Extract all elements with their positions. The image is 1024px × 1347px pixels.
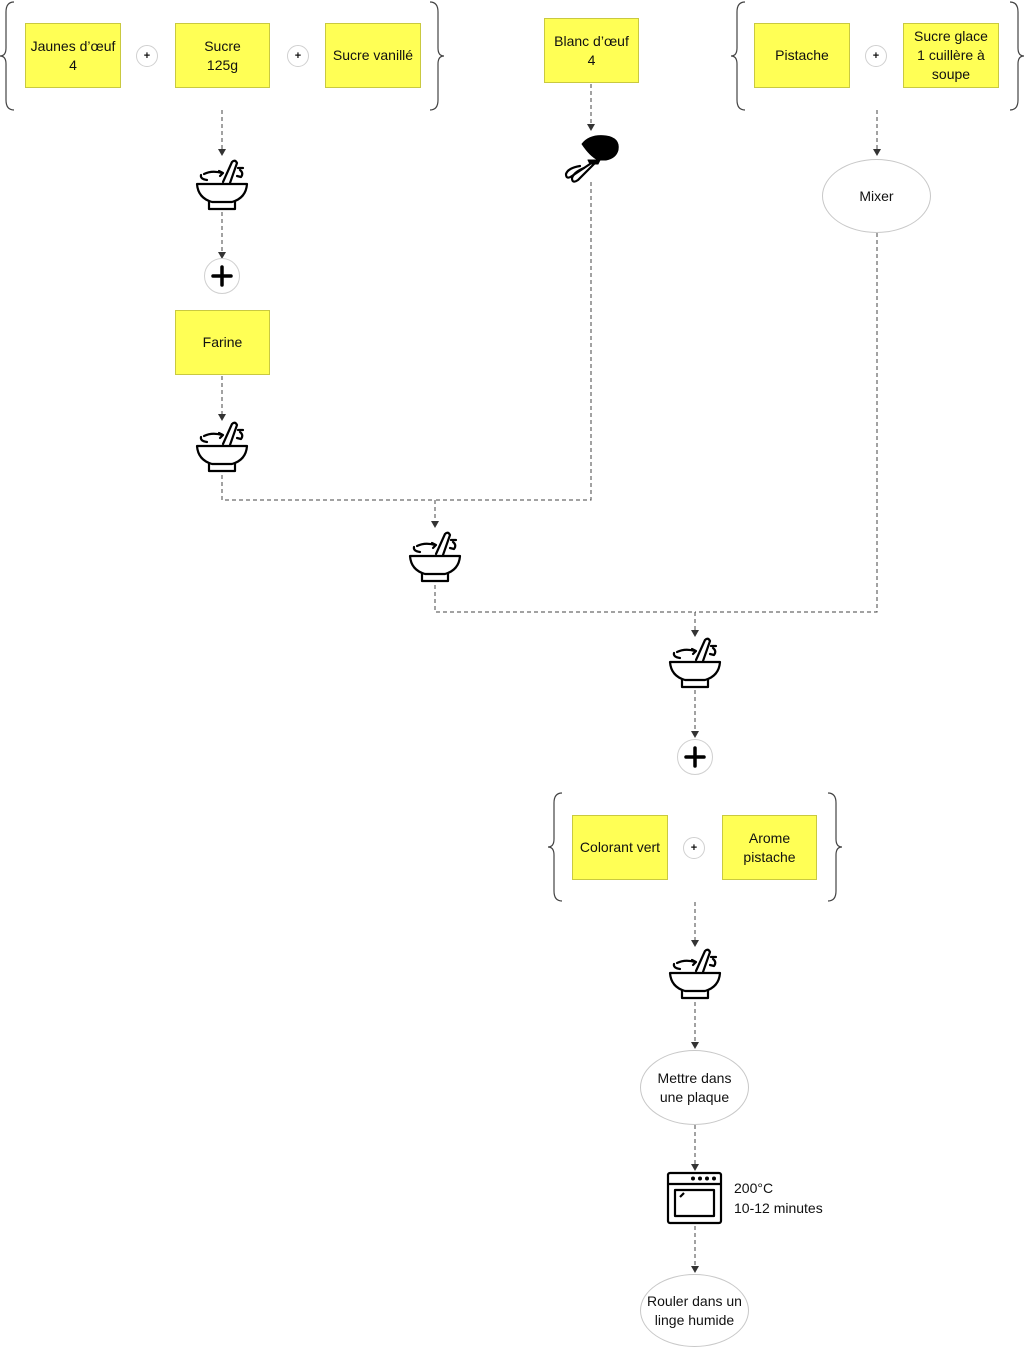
step-rouler-linge[interactable]: Rouler dans un linge humide xyxy=(640,1274,749,1347)
brace-left-group2 xyxy=(730,1,746,111)
plus-circle-icon xyxy=(204,258,240,294)
plus-icon: + xyxy=(865,45,887,67)
plus-icon: + xyxy=(287,45,309,67)
ingredient-jaunes-oeuf[interactable]: Jaunes d’œuf 4 xyxy=(25,23,121,88)
step-mixer[interactable]: Mixer xyxy=(822,159,931,233)
oven-icon xyxy=(666,1171,723,1225)
step-mettre-dans-plaque[interactable]: Mettre dans une plaque xyxy=(640,1050,749,1125)
brace-right-group1 xyxy=(429,1,445,111)
brace-right-group3 xyxy=(827,792,843,902)
mixing-bowl-icon xyxy=(668,948,722,1000)
ingredient-sucre-vanille[interactable]: Sucre vanillé xyxy=(325,23,421,88)
mixing-bowl-icon xyxy=(195,421,249,473)
brace-left-group1 xyxy=(0,1,15,111)
line-bowl3-to-merge xyxy=(434,585,695,613)
mixing-bowl-icon xyxy=(195,159,249,211)
brace-left-group3 xyxy=(547,792,563,902)
electric-mixer-icon xyxy=(564,135,619,183)
mixing-bowl-icon xyxy=(668,637,722,689)
ingredient-pistache[interactable]: Pistache xyxy=(754,23,850,88)
plus-circle-icon xyxy=(677,739,713,775)
plus-icon: + xyxy=(683,837,705,859)
ingredient-colorant-vert[interactable]: Colorant vert xyxy=(572,815,668,880)
ingredient-arome-pistache[interactable]: Arome pistache xyxy=(722,815,817,880)
ingredient-blanc-oeuf[interactable]: Blanc d’œuf 4 xyxy=(544,18,639,83)
ingredient-sucre-glace[interactable]: Sucre glace 1 cuillère à soupe xyxy=(903,23,999,88)
ingredient-sucre[interactable]: Sucre 125g xyxy=(175,23,270,88)
brace-right-group2 xyxy=(1009,1,1024,111)
line-bowl2-to-merge xyxy=(221,475,435,501)
mixing-bowl-icon xyxy=(408,531,462,583)
plus-icon: + xyxy=(136,45,158,67)
oven-temperature-note: 200°C 10-12 minutes xyxy=(734,1180,823,1216)
ingredient-farine[interactable]: Farine xyxy=(175,310,270,375)
line-mixer-to-merge xyxy=(695,233,878,613)
line-whisk-to-merge xyxy=(435,182,592,501)
